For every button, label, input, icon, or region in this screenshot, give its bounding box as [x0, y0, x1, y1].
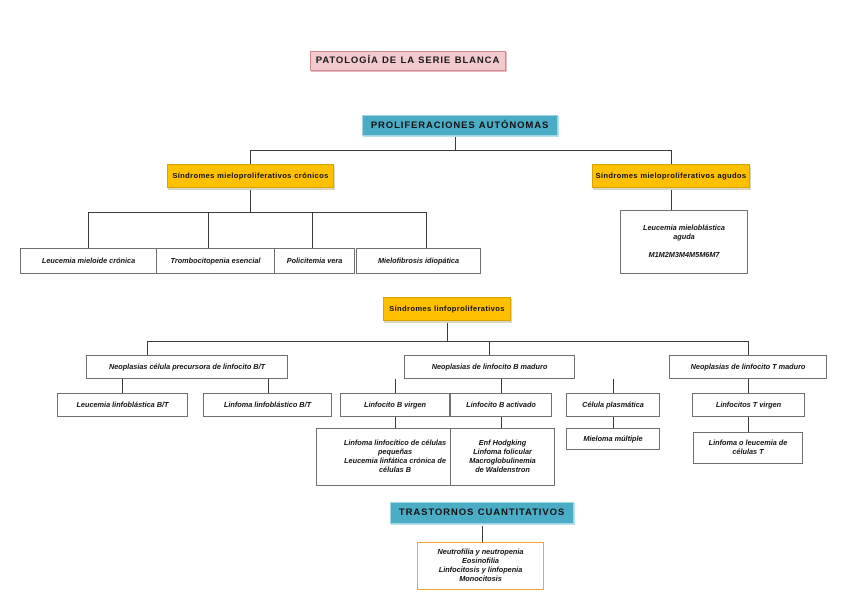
node-linfocitos-t-virgen-label: Linfocitos T virgen: [715, 399, 782, 409]
connector-tvirgen-to-grandchild: [748, 417, 749, 432]
node-mieloma-multiple: Mieloma múltiple: [566, 428, 660, 450]
node-trastornos-cuantitativos-detalle: Neutrofilia y neutropenia Eosinofilia Li…: [417, 542, 544, 590]
node-linfocitos-t-virgen: Linfocitos T virgen: [692, 393, 805, 417]
node-linfoma-linfoblastico-bt: Linfoma linfoblástico B/T: [203, 393, 332, 417]
node-leucemia-mieloblastica-aguda: Leucemia mieloblástica aguda M1M2M3M4M5M…: [620, 210, 748, 274]
node-sindromes-mieloproliferativos-cronicos: Síndromes mieloproliferativos crónicos: [167, 164, 334, 188]
connector-cronicos-child-3: [312, 212, 313, 248]
connector-cronicos-child-1: [88, 212, 89, 248]
connector-linfo-rama-1: [147, 341, 148, 355]
connector-bvirgen-to-grandchild: [395, 417, 396, 428]
node-mielofibrosis-idiopatica: Mielofibrosis idiopática: [356, 248, 481, 274]
node-mieloma-multiple-label: Mieloma múltiple: [583, 433, 643, 443]
node-linfoma-linfocitico-celulas-pequenas-label: Linfoma linfocítico de células pequeñas …: [343, 438, 447, 474]
connector-tmaduro-child: [748, 379, 749, 393]
connector-autonomas-stem: [455, 137, 456, 150]
node-neoplasias-precursora-bt: Neoplasias célula precursora de linfocit…: [86, 355, 288, 379]
node-policitemia-vera-label: Policitemia vera: [286, 255, 343, 265]
node-policitemia-vera: Policitemia vera: [274, 248, 355, 274]
node-linfocito-b-virgen: Linfocito B virgen: [340, 393, 450, 417]
connector-cuantitativos-child: [482, 526, 483, 542]
node-trombocitopenia-esencial-label: Trombocitopenia esencial: [170, 255, 261, 265]
node-root-title-label: PATOLOGÍA DE LA SERIE BLANCA: [315, 55, 501, 67]
node-leucemia-linfoblastica-bt: Leucemia linfoblástica B/T: [57, 393, 188, 417]
connector-linfo-rama-2: [489, 341, 490, 355]
node-sindromes-mieloproliferativos-cronicos-label: Síndromes mieloproliferativos crónicos: [172, 171, 329, 181]
connector-linfo-stem: [447, 321, 448, 341]
node-mielofibrosis-idiopatica-label: Mielofibrosis idiopática: [377, 255, 460, 265]
connector-bactivado-to-grandchild: [501, 417, 502, 428]
connector-bmaduro-child-2: [501, 379, 502, 393]
connector-bmaduro-child-3: [613, 379, 614, 393]
node-leucemia-mieloide-cronica-label: Leucemia mieloide crónica: [41, 255, 136, 265]
node-sindromes-mieloproliferativos-agudos: Síndromes mieloproliferativos agudos: [592, 164, 750, 188]
node-trastornos-cuantitativos: TRASTORNOS CUANTITATIVOS: [390, 502, 574, 524]
node-sindromes-mieloproliferativos-agudos-label: Síndromes mieloproliferativos agudos: [595, 171, 747, 181]
node-linfocito-b-virgen-label: Linfocito B virgen: [363, 399, 427, 409]
connector-autonomas-bus: [250, 150, 672, 151]
connector-cronicos-bus: [88, 212, 426, 213]
node-linfocito-b-activado-label: Linfocito B activado: [466, 399, 536, 409]
connector-cronicos-child-4: [426, 212, 427, 248]
node-trombocitopenia-esencial: Trombocitopenia esencial: [156, 248, 275, 274]
connector-to-mielo-cronicos: [250, 150, 251, 164]
connector-cronicos-child-2: [208, 212, 209, 248]
node-neoplasias-linfocito-b-maduro: Neoplasias de linfocito B maduro: [404, 355, 575, 379]
node-linfoma-linfoblastico-bt-label: Linfoma linfoblástico B/T: [223, 399, 312, 409]
node-root-title: PATOLOGÍA DE LA SERIE BLANCA: [310, 51, 506, 71]
connector-precursora-child-1: [122, 379, 123, 393]
node-leucemia-mieloide-cronica: Leucemia mieloide crónica: [20, 248, 157, 274]
node-linfocito-b-activado: Linfocito B activado: [450, 393, 552, 417]
connector-to-mielo-agudos: [671, 150, 672, 164]
connector-bmaduro-child-1: [395, 379, 396, 393]
node-sindromes-linfoproliferativos-label: Síndromes linfoproliferativos: [389, 304, 505, 314]
node-proliferaciones-autonomas: PROLIFERACIONES AUTÓNOMAS: [362, 115, 558, 136]
node-linfoma-o-leucemia-celulas-t: Linfoma o leucemia de células T: [693, 432, 803, 464]
node-celula-plasmatica: Célula plasmática: [566, 393, 660, 417]
connector-precursora-child-2: [268, 379, 269, 393]
node-trastornos-cuantitativos-label: TRASTORNOS CUANTITATIVOS: [398, 507, 566, 519]
node-neoplasias-linfocito-b-maduro-label: Neoplasias de linfocito B maduro: [431, 361, 548, 371]
node-linfoma-linfocitico-celulas-pequenas: Linfoma linfocítico de células pequeñas …: [316, 428, 474, 486]
node-proliferaciones-autonomas-label: PROLIFERACIONES AUTÓNOMAS: [370, 119, 550, 131]
node-neoplasias-precursora-bt-label: Neoplasias célula precursora de linfocit…: [108, 361, 266, 371]
connector-linfo-bus: [147, 341, 748, 342]
node-leucemia-mieloblastica-aguda-label: Leucemia mieloblástica aguda M1M2M3M4M5M…: [643, 223, 725, 259]
connector-linfo-rama-3: [748, 341, 749, 355]
connector-plasmatica-to-grandchild: [613, 417, 614, 428]
node-leucemia-linfoblastica-bt-label: Leucemia linfoblástica B/T: [76, 399, 169, 409]
node-enf-hodgking-grupo: Enf Hodgking Linfoma folicular Macroglob…: [450, 428, 555, 486]
connector-agudos-child: [671, 188, 672, 210]
node-linfoma-o-leucemia-celulas-t-label: Linfoma o leucemia de células T: [708, 438, 788, 456]
node-neoplasias-linfocito-t-maduro: Neoplasias de linfocito T maduro: [669, 355, 827, 379]
connector-cronicos-stem: [250, 188, 251, 212]
node-celula-plasmatica-label: Célula plasmática: [582, 399, 644, 409]
node-trastornos-cuantitativos-detalle-label: Neutrofilia y neutropenia Eosinofilia Li…: [437, 547, 524, 583]
node-neoplasias-linfocito-t-maduro-label: Neoplasias de linfocito T maduro: [690, 361, 806, 371]
node-enf-hodgking-grupo-label: Enf Hodgking Linfoma folicular Macroglob…: [469, 438, 536, 474]
node-sindromes-linfoproliferativos: Síndromes linfoproliferativos: [383, 297, 511, 321]
